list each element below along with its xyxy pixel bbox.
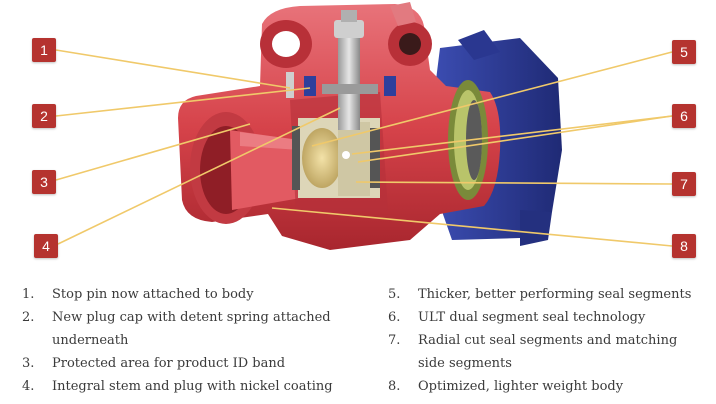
legend-left: 1. Stop pin now attached to body 2. New … [22,283,352,398]
legend-item-8: 8. Optimized, lighter weight body [388,375,708,398]
legend-text: Optimized, lighter weight body [418,379,624,394]
legend-item-6: 6. ULT dual segment seal technology [388,306,708,329]
legend-item-5: 5. Thicker, better performing seal segme… [388,283,708,306]
stem-assembly [286,10,396,130]
callout-7: 7 [672,172,696,196]
legend-item-3: 3. Protected area for product ID band [22,352,352,375]
callout-8: 8 [672,234,696,258]
callout-2: 2 [32,104,56,128]
callout-4: 4 [34,234,58,258]
legend-right: 5. Thicker, better performing seal segme… [388,283,708,398]
callout-3: 3 [32,170,56,194]
legend-text: New plug cap with detent spring attached… [52,310,331,348]
legend-item-7: 7. Radial cut seal segments and matching… [388,329,708,375]
legend-number: 4. [22,379,35,394]
legend-number: 3. [22,356,35,371]
legend-item-1: 1. Stop pin now attached to body [22,283,352,306]
callout-6: 6 [672,104,696,128]
legend-number: 5. [388,287,401,302]
legend-text: Thicker, better performing seal segments [418,287,692,302]
legend-text: Stop pin now attached to body [52,287,254,302]
legend-text: Integral stem and plug with nickel coati… [52,379,333,394]
legend-number: 1. [22,287,35,302]
legend-number: 2. [22,310,35,325]
callout-1: 1 [32,38,56,62]
legend-number: 7. [388,333,401,348]
callout-5: 5 [672,40,696,64]
legend-text: ULT dual segment seal technology [418,310,646,325]
legend-text: Protected area for product ID band [52,356,286,371]
legend-text: Radial cut seal segments and matching si… [418,333,678,371]
legend-number: 6. [388,310,401,325]
legend-item-2: 2. New plug cap with detent spring attac… [22,306,352,352]
legend-number: 8. [388,379,401,394]
leader-lines [55,49,673,247]
cutaway-interior [290,92,388,214]
legend-item-4: 4. Integral stem and plug with nickel co… [22,375,352,398]
